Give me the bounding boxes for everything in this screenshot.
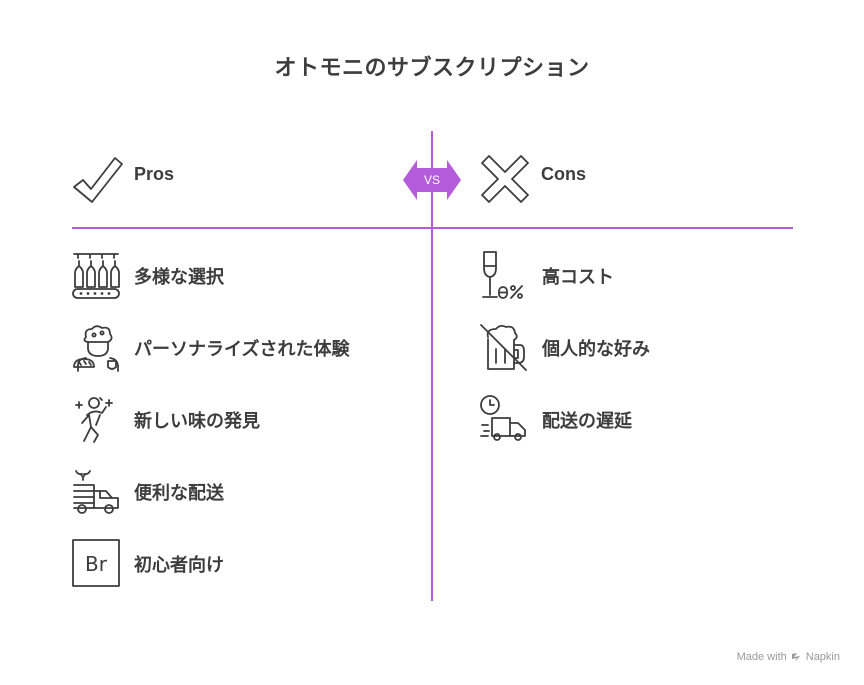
svg-text:Br: Br bbox=[85, 552, 108, 576]
vs-badge bbox=[403, 160, 461, 200]
cons-item-label: 個人的な好み bbox=[542, 339, 650, 360]
napkin-brand-text: Napkin bbox=[805, 651, 840, 663]
cons-item-label: 配送の遅延 bbox=[542, 411, 632, 432]
page-title: オトモニのサブスクリプション bbox=[274, 56, 590, 81]
wine-glass-percent-icon bbox=[482, 251, 523, 299]
made-with-text: Made with bbox=[736, 651, 787, 663]
made-with-napkin-footer[interactable]: Made with Napkin bbox=[737, 651, 840, 663]
celebrating-person-icon bbox=[75, 397, 113, 443]
cons-item-label: 高コスト bbox=[542, 267, 614, 288]
cons-item: 個人的な好み bbox=[480, 323, 820, 371]
checkmark-icon bbox=[73, 157, 123, 203]
pros-item-label: パーソナライズされた体験 bbox=[134, 339, 350, 360]
napkin-logo-icon bbox=[791, 652, 800, 662]
br-box-icon: Br bbox=[72, 539, 120, 587]
pros-item: パーソナライズされた体験 bbox=[72, 323, 412, 372]
livestock-truck-icon bbox=[73, 470, 119, 514]
no-beer-icon bbox=[480, 324, 527, 371]
horizontal-divider bbox=[72, 227, 793, 229]
cons-item: 高コスト bbox=[480, 251, 820, 299]
pros-item-label: 初心者向け bbox=[134, 555, 224, 576]
cons-item: 配送の遅延 bbox=[480, 395, 820, 443]
pros-item-label: 便利な配送 bbox=[134, 483, 224, 504]
cross-icon bbox=[481, 155, 529, 203]
pros-item: Br 初心者向け bbox=[72, 539, 412, 587]
vs-label: VS bbox=[423, 173, 440, 187]
cons-heading: Cons bbox=[541, 164, 586, 184]
pros-item: 新しい味の発見 bbox=[72, 395, 412, 443]
chef-bread-icon bbox=[73, 325, 119, 372]
bottles-conveyor-icon bbox=[72, 253, 120, 299]
pros-item: 多様な選択 bbox=[72, 251, 412, 299]
pros-heading: Pros bbox=[134, 164, 175, 184]
clock-truck-icon bbox=[480, 395, 526, 441]
pros-item-label: 新しい味の発見 bbox=[134, 411, 260, 432]
pros-item: 便利な配送 bbox=[72, 467, 412, 515]
vertical-divider bbox=[431, 131, 433, 601]
pros-item-label: 多様な選択 bbox=[134, 267, 224, 288]
